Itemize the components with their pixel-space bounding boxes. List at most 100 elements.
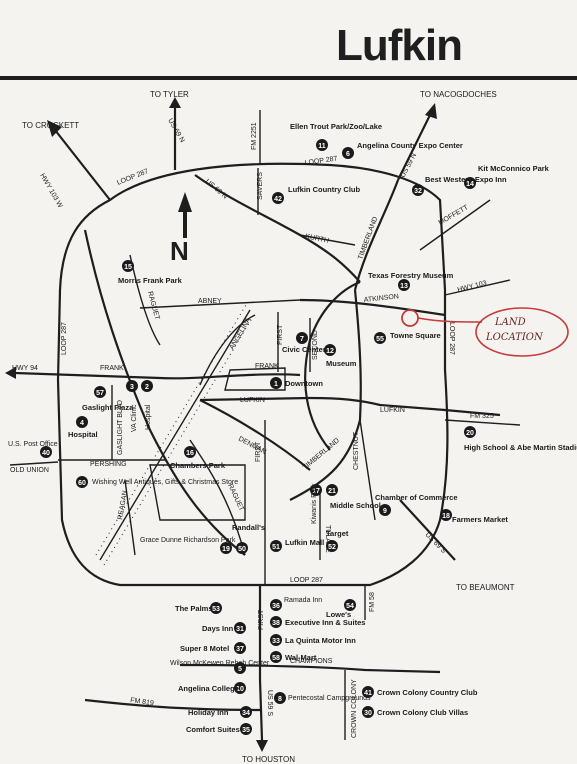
svg-text:5: 5	[238, 666, 242, 673]
map-marker-1[interactable]: 1	[270, 377, 282, 389]
map-marker-41[interactable]: 41	[362, 686, 374, 698]
kurth-road	[299, 234, 356, 246]
map-marker-10[interactable]: 10	[234, 682, 246, 694]
inner-loop-west	[83, 229, 246, 556]
old-union-road	[9, 461, 59, 466]
svg-text:57: 57	[96, 390, 104, 397]
svg-text:52: 52	[328, 544, 336, 551]
map-marker-2[interactable]: 2	[141, 380, 153, 392]
map-marker-55[interactable]: 55	[374, 332, 386, 344]
us-59n	[397, 114, 431, 181]
place-label-40: U.S. Post Office	[8, 441, 58, 448]
map-marker-3[interactable]: 3	[126, 380, 138, 392]
road-label-lufkin-e: LUFKIN	[380, 407, 405, 414]
abney-road	[139, 299, 301, 309]
map-marker-50[interactable]: 50	[236, 542, 248, 554]
svg-text:6: 6	[346, 151, 350, 158]
arrow-crockett-icon	[47, 120, 62, 137]
arrow-tyler-icon	[169, 97, 181, 108]
map-marker-6[interactable]: 6	[342, 147, 354, 159]
frank-road	[14, 371, 301, 380]
map-marker-53[interactable]: 53	[210, 602, 222, 614]
map-marker-19[interactable]: 19	[220, 542, 232, 554]
road-label-us59s: US 59 S	[266, 690, 273, 716]
road-label-atkinson: ATKINSON	[363, 293, 399, 304]
road-label-chestnut: CHESTNUT	[353, 431, 360, 470]
map-marker-18[interactable]: 18	[440, 509, 452, 521]
label-to-tyler: TO TYLER	[150, 90, 189, 99]
map-marker-40[interactable]: 40	[40, 446, 52, 458]
label-to-beaumont: TO BEAUMONT	[456, 583, 515, 592]
place-label-52: Target	[326, 529, 349, 538]
place-label-50: Randall's	[232, 523, 265, 532]
map-marker-12[interactable]: 12	[324, 344, 336, 356]
place-label-13: Texas Forestry Museum	[368, 271, 454, 280]
place-label-3: VA Clinic	[131, 404, 138, 432]
road-label-savers: SAVERS	[257, 172, 264, 200]
road-label-us59n: US 59 N	[400, 152, 419, 179]
map-marker-33[interactable]: 33	[270, 634, 282, 646]
place-label-12: Museum	[326, 359, 357, 368]
annotation-line1: LAND	[494, 317, 526, 328]
road-label-frank-c: FRANK	[255, 363, 279, 370]
svg-text:32: 32	[414, 188, 422, 195]
map-marker-52[interactable]: 52	[326, 540, 338, 552]
map-marker-7[interactable]: 7	[296, 332, 308, 344]
map-marker-21[interactable]: 21	[326, 484, 338, 496]
map-marker-42[interactable]: 42	[272, 192, 284, 204]
place-label-34: Holiday Inn	[188, 708, 229, 717]
us-69s	[399, 499, 456, 561]
place-label-19: Grace Dunne Richardson Park	[140, 537, 236, 544]
map-marker-57[interactable]: 57	[94, 386, 106, 398]
block-chambers	[149, 464, 246, 521]
svg-text:60: 60	[78, 480, 86, 487]
map-marker-34[interactable]: 34	[240, 706, 252, 718]
loop-287-outer	[56, 162, 449, 587]
map-marker-60[interactable]: 60	[76, 476, 88, 488]
map-marker-58[interactable]: 58	[270, 651, 282, 663]
road-label-us69s: US 69 S	[424, 531, 448, 555]
champions-road	[179, 663, 441, 674]
svg-text:34: 34	[242, 710, 250, 717]
place-label-20: High School & Abe Martin Stadium	[464, 443, 577, 452]
map-marker-17[interactable]: 17	[310, 484, 322, 496]
map-marker-9[interactable]: 9	[379, 504, 391, 516]
arrow-houston-icon	[256, 740, 268, 752]
road-label-loop287-s: LOOP 287	[290, 577, 323, 584]
svg-text:31: 31	[236, 626, 244, 633]
block-downtown	[224, 367, 286, 391]
map-marker-35[interactable]: 35	[240, 723, 252, 735]
map-marker-11[interactable]: 11	[316, 139, 328, 151]
map-marker-13[interactable]: 13	[398, 279, 410, 291]
map-marker-16[interactable]: 16	[184, 446, 196, 458]
place-label-55: Towne Square	[390, 331, 441, 340]
map-marker-15[interactable]: 15	[122, 260, 134, 272]
svg-text:55: 55	[376, 336, 384, 343]
place-label-30: Crown Colony Club Villas	[377, 708, 468, 717]
road-label-first-n: FIRST	[277, 324, 284, 345]
road-label-moffett: MOFFETT	[438, 204, 471, 227]
road-label-pershing: PERSHING	[90, 461, 127, 468]
land-location-circle-icon	[401, 309, 419, 327]
map-marker-8[interactable]: 8	[274, 692, 286, 704]
svg-text:13: 13	[400, 283, 408, 290]
map-marker-14[interactable]: 14	[464, 177, 476, 189]
map-marker-31[interactable]: 31	[234, 622, 246, 634]
map-marker-51[interactable]: 51	[270, 540, 282, 552]
map-marker-32[interactable]: 32	[412, 184, 424, 196]
road-label-raguet-n: RAGUET	[146, 291, 160, 322]
map-marker-37[interactable]: 37	[234, 642, 246, 654]
map-marker-4[interactable]: 4	[76, 416, 88, 428]
map-marker-30[interactable]: 30	[362, 706, 374, 718]
map-marker-20[interactable]: 20	[464, 426, 476, 438]
road-label-gaslight: GASLIGHT BLVD	[117, 400, 124, 455]
map-marker-54[interactable]: 54	[344, 599, 356, 611]
road-label-hwy103w: HWY 103 W	[38, 173, 63, 210]
map-marker-36[interactable]: 36	[270, 599, 282, 611]
place-label-15: Morris Frank Park	[118, 276, 183, 285]
road-label-abney: ABNEY	[198, 298, 222, 305]
svg-text:18: 18	[442, 513, 450, 520]
map-marker-5[interactable]: 5	[234, 662, 246, 674]
svg-text:3: 3	[130, 384, 134, 391]
map-marker-38[interactable]: 38	[270, 616, 282, 628]
